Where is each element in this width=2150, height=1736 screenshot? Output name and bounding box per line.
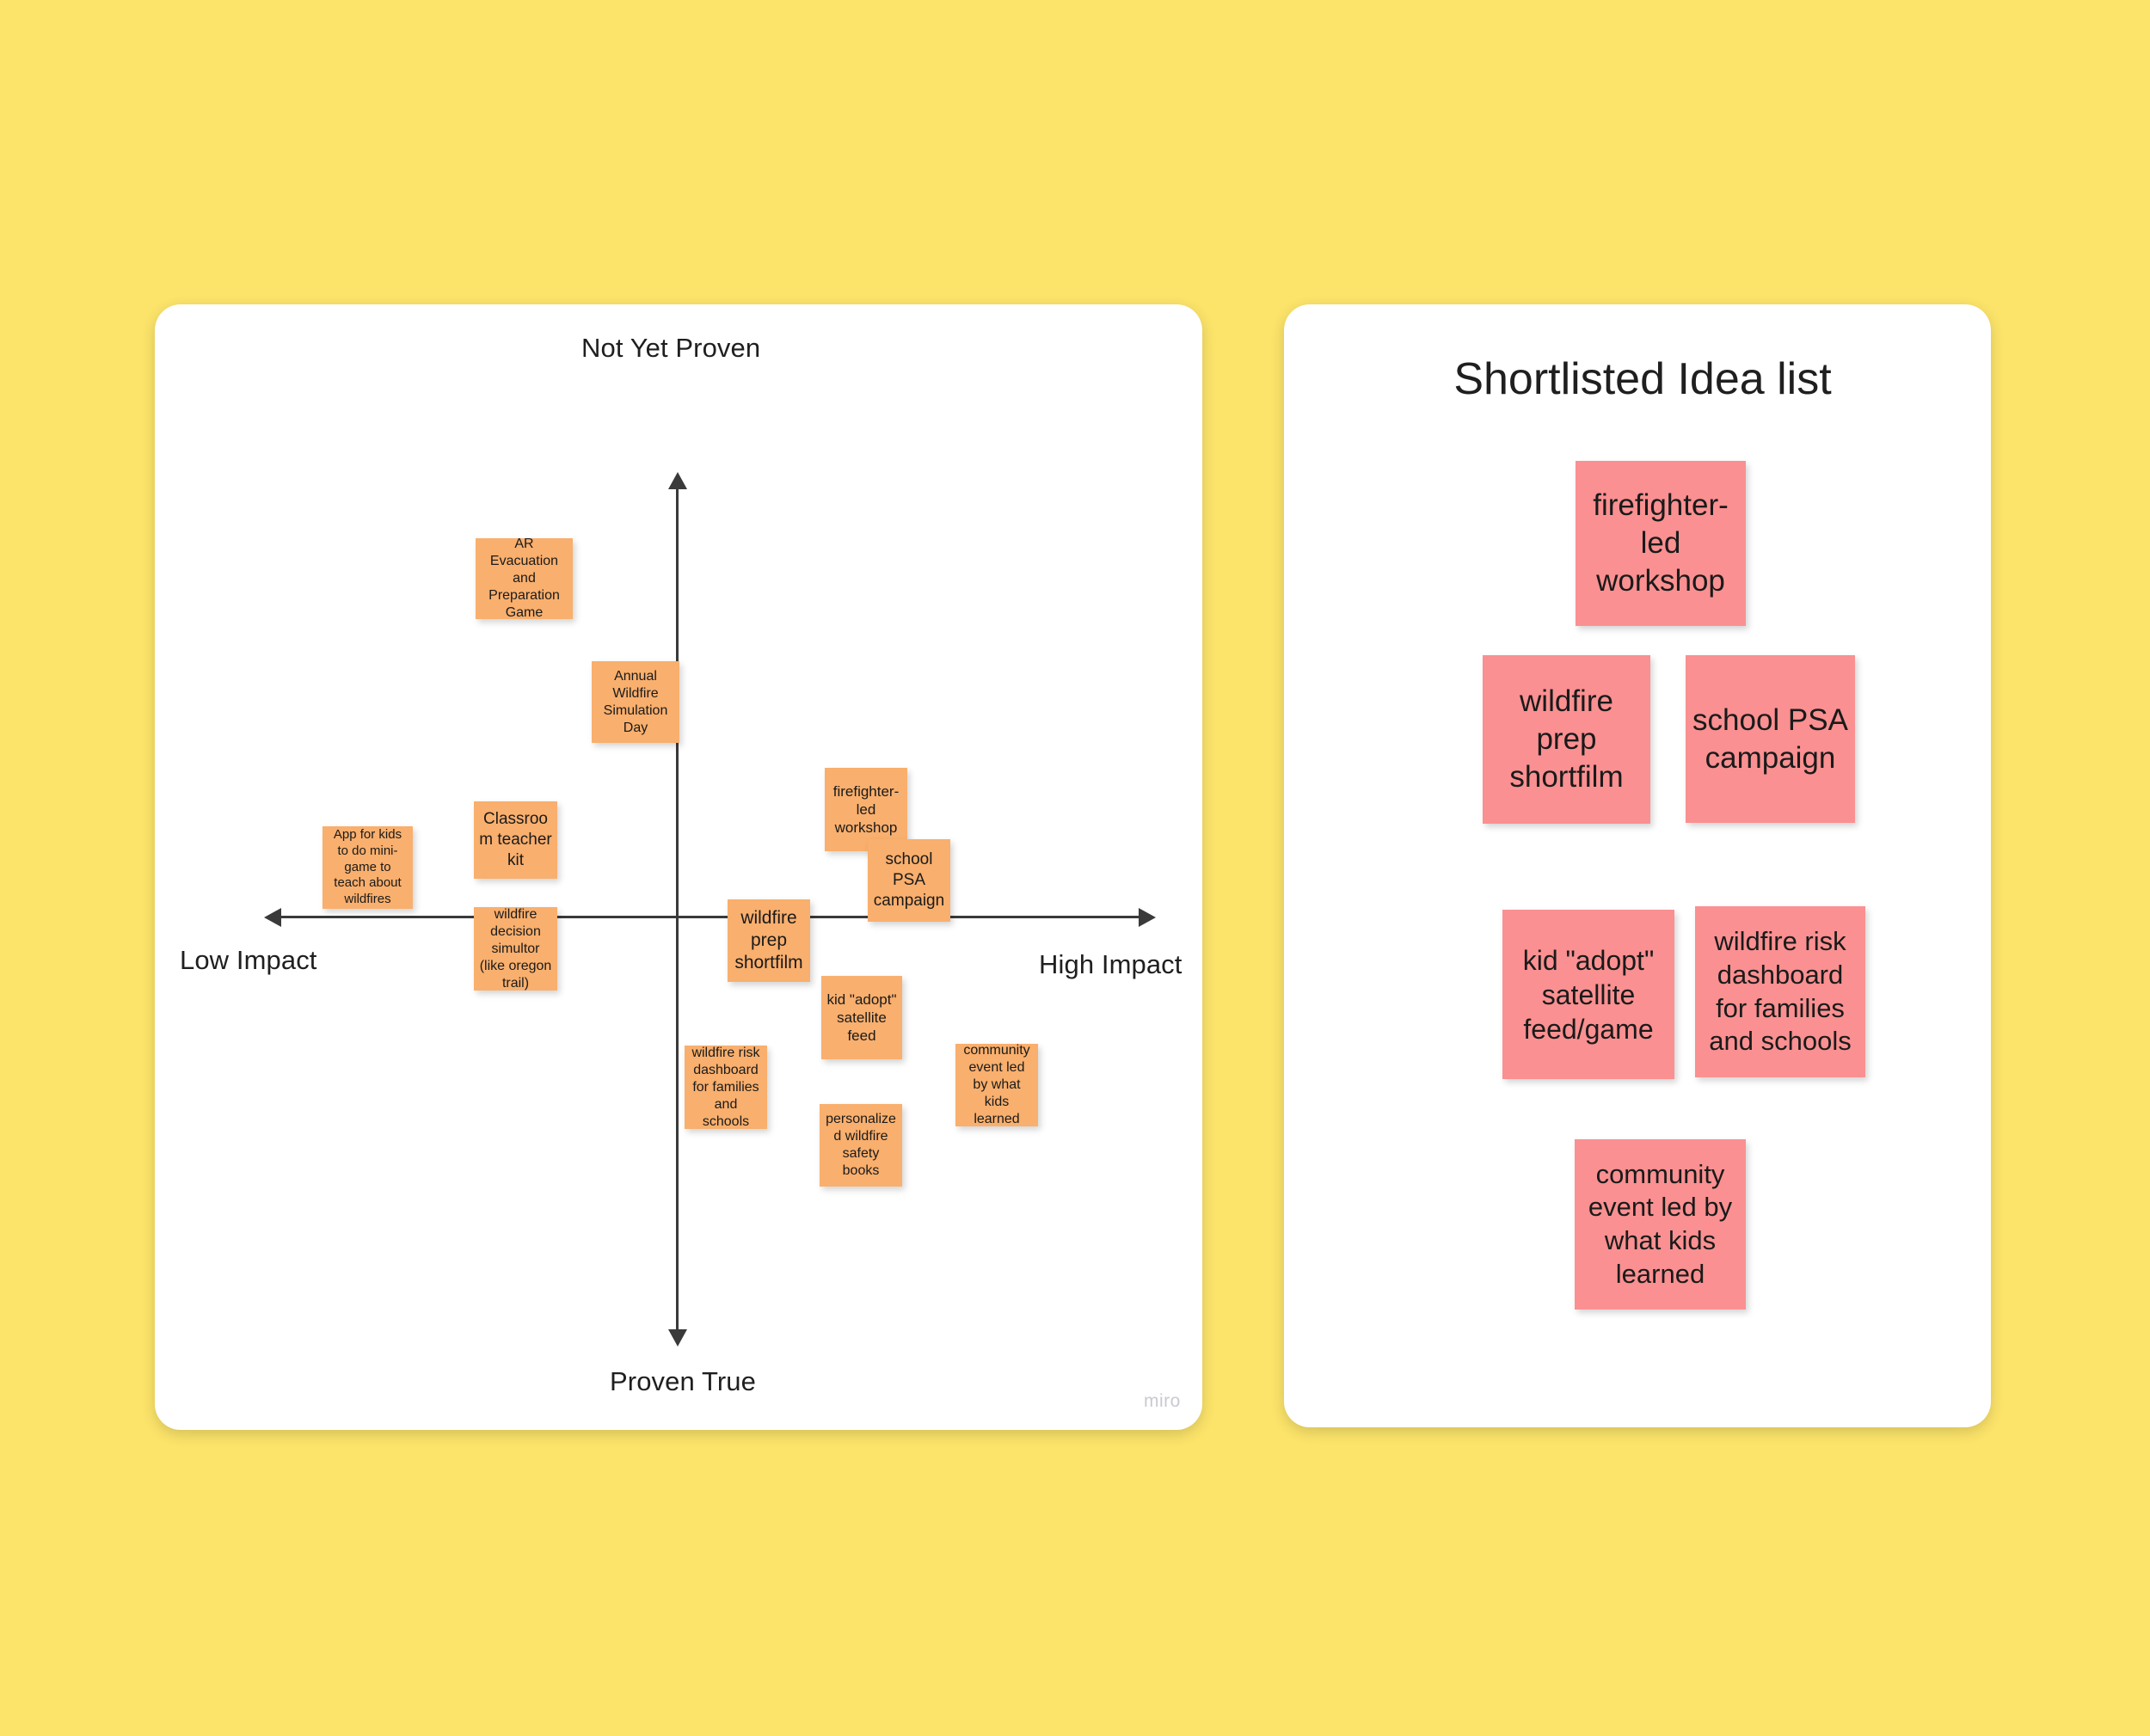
axis-label-low-impact: Low Impact: [180, 945, 317, 975]
matrix-sticky-note[interactable]: school PSA campaign: [868, 839, 950, 922]
vertical-axis-line: [676, 482, 679, 1337]
axis-arrow-down-icon: [668, 1329, 687, 1346]
shortlist-sticky-note[interactable]: firefighter-led workshop: [1576, 461, 1746, 626]
matrix-sticky-note[interactable]: kid "adopt" satellite feed: [821, 976, 902, 1059]
matrix-sticky-note[interactable]: firefighter-led workshop: [825, 768, 907, 851]
shortlist-sticky-note[interactable]: school PSA campaign: [1686, 655, 1855, 823]
horizontal-axis-line: [272, 916, 1144, 918]
axis-arrow-up-icon: [668, 472, 687, 489]
miro-watermark: miro: [1144, 1391, 1181, 1411]
axis-label-proven-true: Proven True: [610, 1366, 756, 1396]
matrix-sticky-note[interactable]: community event led by what kids learned: [955, 1043, 1038, 1126]
axis-label-high-impact: High Impact: [1039, 949, 1182, 979]
shortlist-panel-title: Shortlisted Idea list: [1453, 354, 1832, 404]
matrix-sticky-note[interactable]: Classroom teacher kit: [474, 801, 557, 879]
axis-label-not-yet-proven: Not Yet Proven: [581, 333, 761, 363]
matrix-sticky-note[interactable]: App for kids to do mini-game to teach ab…: [322, 826, 413, 909]
axis-arrow-left-icon: [264, 908, 281, 927]
shortlist-sticky-note[interactable]: wildfire risk dashboard for families and…: [1695, 906, 1865, 1077]
matrix-sticky-note[interactable]: Annual Wildfire Simulation Day: [592, 661, 679, 743]
matrix-sticky-note[interactable]: wildfire decision simultor (like oregon …: [474, 907, 557, 991]
shortlist-sticky-note[interactable]: kid "adopt" satellite feed/game: [1502, 910, 1674, 1079]
matrix-sticky-note[interactable]: wildfire risk dashboard for families and…: [685, 1046, 767, 1129]
shortlist-sticky-note[interactable]: community event led by what kids learned: [1575, 1139, 1746, 1310]
matrix-sticky-note[interactable]: personalized wildfire safety books: [820, 1104, 902, 1187]
matrix-sticky-note[interactable]: AR Evacuation and Preparation Game: [476, 537, 573, 620]
shortlist-sticky-note[interactable]: wildfire prep shortfilm: [1483, 655, 1650, 824]
matrix-sticky-note[interactable]: wildfire prep shortfilm: [728, 899, 810, 982]
axis-arrow-right-icon: [1139, 908, 1156, 927]
